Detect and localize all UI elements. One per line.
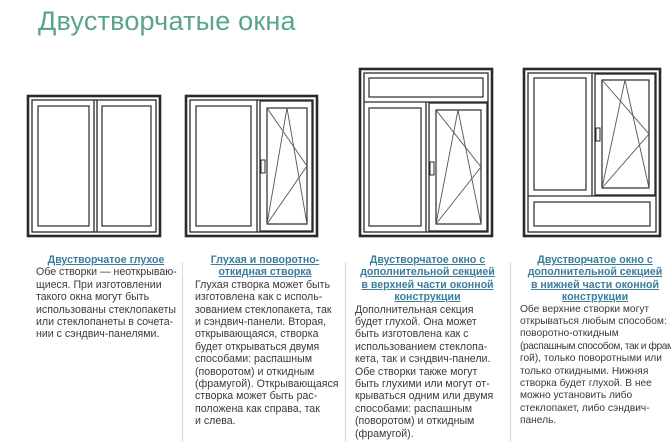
caption-line: способами: распашным <box>195 353 312 366</box>
caption-line: быть изготовлена как с <box>355 328 469 341</box>
caption-window-3: Двустворчатое окно с дополнительной секц… <box>355 254 500 440</box>
caption-heading: откидная створка <box>218 266 312 279</box>
glass-pane <box>368 107 422 227</box>
caption-line: Обе створки также могут <box>355 365 478 378</box>
caption-line: Обе створки — неоткрываю- <box>36 266 177 279</box>
page-title: Двустворчатые окна <box>38 6 296 36</box>
caption-line: и слева. <box>195 415 236 428</box>
caption-line: изготовлена как с исполь- <box>195 291 323 304</box>
caption-line: Дополнительная секция <box>355 303 474 316</box>
caption-line: щиеся. При изготовлении <box>36 278 162 291</box>
caption-line: (распашным способом, так и фраму- <box>520 340 671 352</box>
caption-line: открывающаяся, створка <box>195 328 319 341</box>
bottom-section-pane <box>533 201 651 227</box>
caption-line: крываться одним или двумя <box>355 390 494 403</box>
window-top-section <box>358 67 494 238</box>
caption-heading: в нижней части оконной <box>530 278 660 291</box>
column-divider <box>510 262 511 442</box>
handle-icon <box>260 159 266 174</box>
glass-pane <box>195 105 252 227</box>
caption-line: только откидными. Нижняя <box>520 365 649 377</box>
caption-line: положена как справа, так <box>195 402 320 415</box>
caption-line: створка будет глухой. В нее <box>520 378 652 390</box>
caption-line: гой), только поворотными или <box>520 353 662 365</box>
caption-line: створка может быть рас- <box>195 390 318 403</box>
caption-heading: дополнительной секцией <box>360 266 495 279</box>
glass-pane <box>533 77 587 191</box>
caption-line: Обе верхние створки могут <box>520 303 650 315</box>
caption-line: (фрамугой). Открывающаяся <box>195 378 339 391</box>
caption-line: нии с сэндвич-панелями. <box>36 328 160 341</box>
caption-heading: конструкции <box>561 291 629 304</box>
glass-pane <box>435 109 482 225</box>
caption-line: стеклопакет, либо сэндвич- <box>520 402 650 414</box>
caption-line: использованием стеклопа- <box>355 340 488 353</box>
glass-pane <box>601 79 650 189</box>
caption-line: использованы стеклопакеты <box>36 303 177 316</box>
caption-line: (фрамугой). <box>355 427 414 440</box>
column-divider <box>345 262 346 442</box>
caption-window-4: Двустворчатое окно с дополнительной секц… <box>520 254 671 428</box>
caption-line: будет глухой. Она может <box>355 316 477 329</box>
caption-line: способами: распашным <box>355 402 472 415</box>
window-diagrams <box>26 67 662 238</box>
caption-heading: конструкции <box>394 291 461 304</box>
caption-line: и сэндвич-панели. Вторая, <box>195 316 327 329</box>
caption-line: можно установить либо <box>520 390 633 402</box>
caption-heading: в верхней части оконной <box>361 278 494 291</box>
caption-window-2: Глухая и поворотно- откидная створка Глу… <box>195 254 339 428</box>
caption-line: Глухая створка может быть <box>195 278 331 291</box>
caption-line: кета, так и сэндвич-панели. <box>355 353 491 366</box>
caption-line: поворотно-откидным <box>520 328 619 340</box>
caption-line: (поворотом) и откидным <box>195 365 315 378</box>
glass-pane <box>266 107 308 225</box>
caption-heading: дополнительной секцией <box>527 266 663 279</box>
glass-pane <box>101 105 152 227</box>
handle-icon <box>595 127 601 142</box>
caption-line: открываться любым способом: <box>520 316 667 328</box>
caption-window-1: Двустворчатое глухое Обе створки — неотк… <box>36 254 177 341</box>
caption-heading: Глухая и поворотно- <box>210 254 320 266</box>
caption-line: или стеклопанеты в сочета- <box>36 316 174 329</box>
caption-heading: Двустворчатое глухое <box>47 254 165 266</box>
window-fixed-tilt-turn <box>184 94 319 238</box>
caption-heading: Двустворчатое окно с <box>369 254 486 266</box>
handle-icon <box>429 161 435 176</box>
window-fixed-fixed <box>26 94 162 238</box>
top-section-pane <box>368 77 484 98</box>
glass-pane <box>37 105 90 227</box>
window-bottom-section <box>522 67 662 238</box>
caption-line: быть глухими или могут от- <box>355 378 490 391</box>
caption-line: панель. <box>520 415 557 427</box>
caption-heading: Двустворчатое окно с <box>537 254 653 266</box>
caption-line: такого окна могут быть <box>36 291 150 304</box>
caption-line: зованием стеклопакета, так <box>195 303 332 316</box>
caption-line: будет открываться двумя <box>195 340 320 353</box>
caption-line: (поворотом) и откидным <box>355 415 475 428</box>
column-divider <box>182 262 183 442</box>
